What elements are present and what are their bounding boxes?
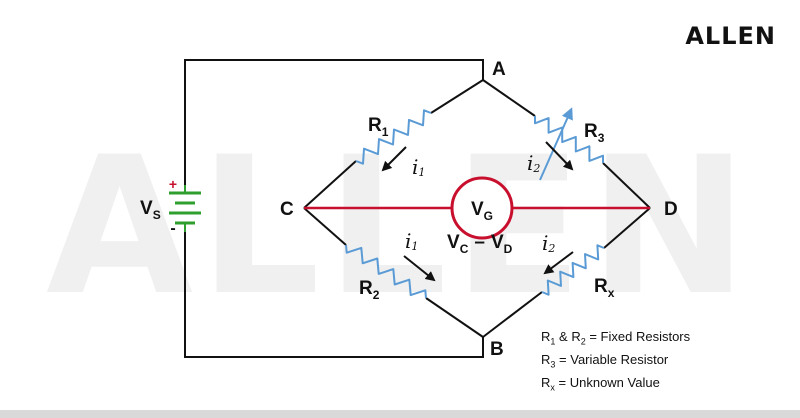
node-c-label: C (280, 199, 294, 220)
resistor-rx (541, 244, 605, 296)
brand-logo: ALLEN (685, 22, 776, 50)
bottom-divider (0, 410, 800, 418)
current-arrow-i1-upper (381, 146, 407, 172)
bridge-arm-wires (303, 79, 651, 338)
battery-source (169, 185, 201, 232)
current-label-i1-lower: i1 (405, 229, 418, 253)
battery-plus-sign: + (169, 176, 177, 192)
current-label-i2-lower: i2 (542, 231, 555, 255)
legend-variable-resistor: R3 = Variable Resistor (541, 352, 669, 370)
legend-fixed-resistors: R1 & R2 = Fixed Resistors (541, 329, 691, 347)
current-label-i2-upper: i2 (527, 151, 540, 175)
galvanometer-label: VG (471, 199, 493, 223)
potential-difference-label: VC–VD (447, 232, 513, 256)
node-a-label: A (492, 59, 506, 80)
resistor-r1 (355, 109, 432, 165)
resistor-legend: R1 & R2 = Fixed Resistors R3 = Variable … (541, 330, 690, 399)
galvanometer (450, 176, 514, 240)
node-d-label: D (664, 199, 678, 220)
r1-label: R1 (368, 115, 389, 139)
resistor-r3 (534, 116, 604, 163)
source-voltage-label: VS (140, 198, 161, 222)
outer-loop-wires (184, 59, 484, 358)
resistor-r2 (345, 244, 427, 299)
node-b-label: B (490, 339, 504, 360)
current-label-i1-upper: i1 (412, 155, 425, 179)
current-arrow-i2-lower (543, 251, 574, 275)
r3-label: R3 (584, 121, 605, 145)
watermark: ALLEN (46, 116, 754, 337)
battery-minus-sign: - (170, 220, 175, 237)
variable-resistor-arrow (539, 107, 573, 181)
current-arrow-i1-lower (403, 255, 436, 282)
r2-label: R2 (359, 278, 380, 302)
current-arrow-i2-upper (545, 141, 574, 171)
legend-unknown-value: Rx = Unknown Value (541, 375, 660, 393)
rx-label: Rx (594, 276, 615, 300)
